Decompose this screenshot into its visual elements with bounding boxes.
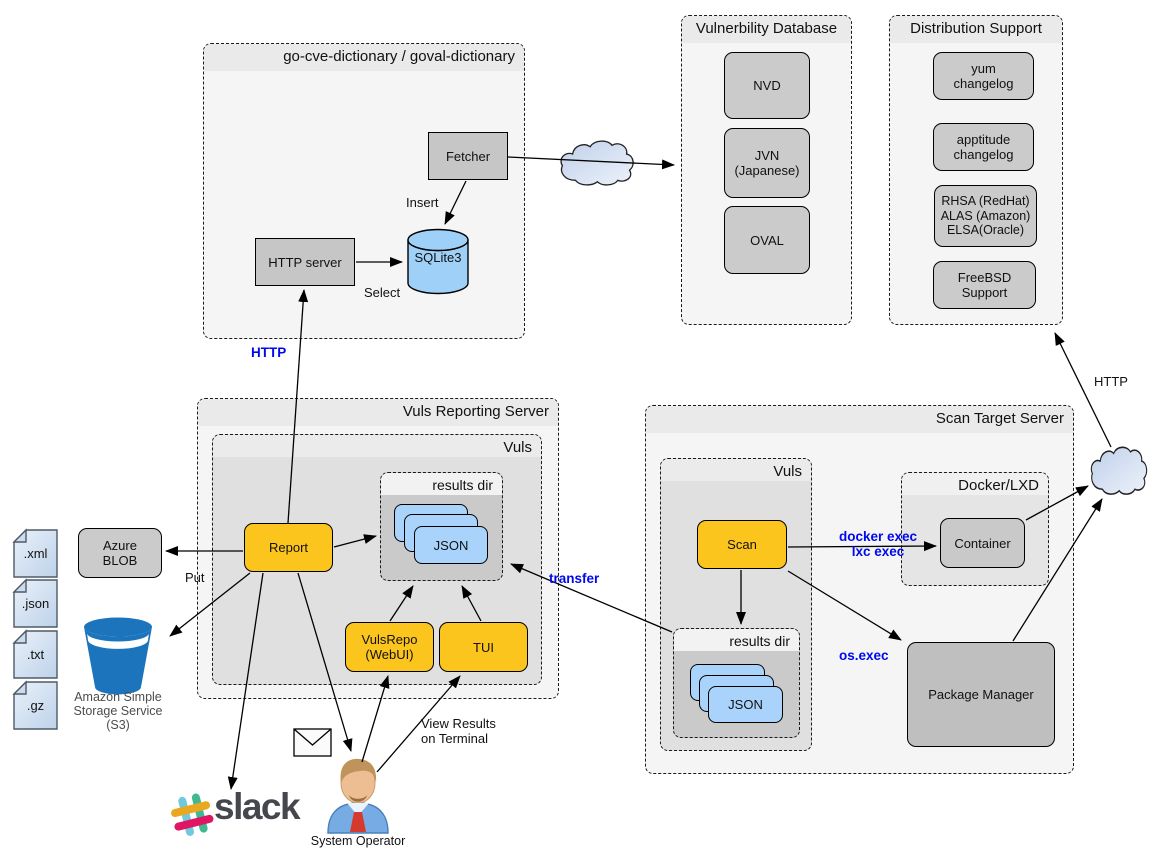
insert-label: Insert	[406, 195, 439, 210]
internet-cloud-icon-right	[1090, 446, 1148, 495]
file-label-gz: .gz	[26, 698, 45, 713]
fetcher-box: Fetcher	[428, 132, 508, 180]
dist-title: Distribution Support	[910, 20, 1042, 37]
select-label: Select	[364, 285, 401, 300]
reporting-vuls-band	[213, 435, 541, 457]
go-cve-title: go-cve-dictionary / goval-dictionary	[283, 48, 515, 65]
file-label-txt: .txt	[26, 647, 45, 662]
apptitude-changelog-box: apptitude changelog	[933, 123, 1034, 171]
s3-label: Amazon Simple Storage Service (S3)	[73, 690, 163, 732]
file-label-xml: .xml	[23, 546, 48, 561]
jvn-box: JVN (Japanese)	[724, 128, 810, 198]
http-reporting-label: HTTP	[251, 345, 287, 360]
s3-bucket-icon	[84, 617, 152, 695]
docker-band	[902, 473, 1048, 495]
view-results-label: View Results on Terminal	[421, 716, 496, 746]
scan-results-title: results dir	[729, 633, 790, 649]
azure-blob-box: Azure BLOB	[78, 528, 162, 578]
docker-exec-label: docker exec lxc exec	[838, 529, 918, 559]
vulndb-header-band	[682, 16, 851, 43]
reporting-results-band	[381, 473, 502, 495]
arrow-fetcher-to-vulndb	[507, 156, 675, 170]
reporting-vuls-title: Vuls	[503, 439, 532, 456]
scantarget-title: Scan Target Server	[935, 410, 1064, 427]
go-cve-dictionary-container: go-cve-dictionary / goval-dictionary	[203, 43, 525, 339]
reporting-header-band	[198, 399, 558, 426]
reporting-results-title: results dir	[432, 477, 493, 493]
scan-results-band	[674, 629, 799, 651]
dist-header-band	[890, 16, 1062, 43]
file-label-json: .json	[21, 596, 50, 611]
nvd-box: NVD	[724, 52, 810, 119]
go-cve-header-band	[204, 44, 524, 71]
scan-vuls-title: Vuls	[773, 463, 802, 480]
put-label: Put	[185, 570, 205, 585]
internet-cloud-icon-left	[560, 140, 634, 186]
os-exec-label: os.exec	[839, 648, 889, 663]
scan-json-card-front: JSON	[708, 686, 783, 723]
package-manager-box: Package Manager	[907, 642, 1055, 747]
json-card-front: JSON	[414, 526, 488, 564]
http-server-box: HTTP server	[255, 238, 355, 286]
slack-hash-icon	[171, 793, 214, 836]
scan-vuls-band	[661, 459, 811, 481]
freebsd-support-box: FreeBSD Support	[933, 261, 1036, 309]
oval-box: OVAL	[724, 206, 810, 274]
docker-title: Docker/LXD	[958, 477, 1039, 494]
slack-wordmark: slack	[214, 786, 301, 827]
envelope-icon	[293, 728, 332, 757]
yum-changelog-box: yum changelog	[933, 52, 1034, 100]
sqlite-label: SQLite3	[414, 250, 462, 265]
vulsrepo-box: VulsRepo (WebUI)	[345, 622, 434, 672]
transfer-label: transfer	[549, 571, 600, 586]
scantarget-header-band	[646, 406, 1073, 433]
report-box: Report	[244, 523, 333, 572]
vulndb-title: Vulnerbility Database	[695, 20, 838, 37]
system-operator-label: System Operator	[310, 834, 406, 848]
operator-avatar-icon	[327, 758, 389, 834]
rhsa-alas-elsa-box: RHSA (RedHat) ALAS (Amazon) ELSA(Oracle)	[934, 185, 1037, 247]
scan-box: Scan	[697, 520, 787, 569]
reporting-title: Vuls Reporting Server	[402, 403, 549, 420]
container-box: Container	[940, 518, 1025, 568]
tui-box: TUI	[439, 622, 528, 672]
http-cloud-label: HTTP	[1094, 374, 1128, 389]
